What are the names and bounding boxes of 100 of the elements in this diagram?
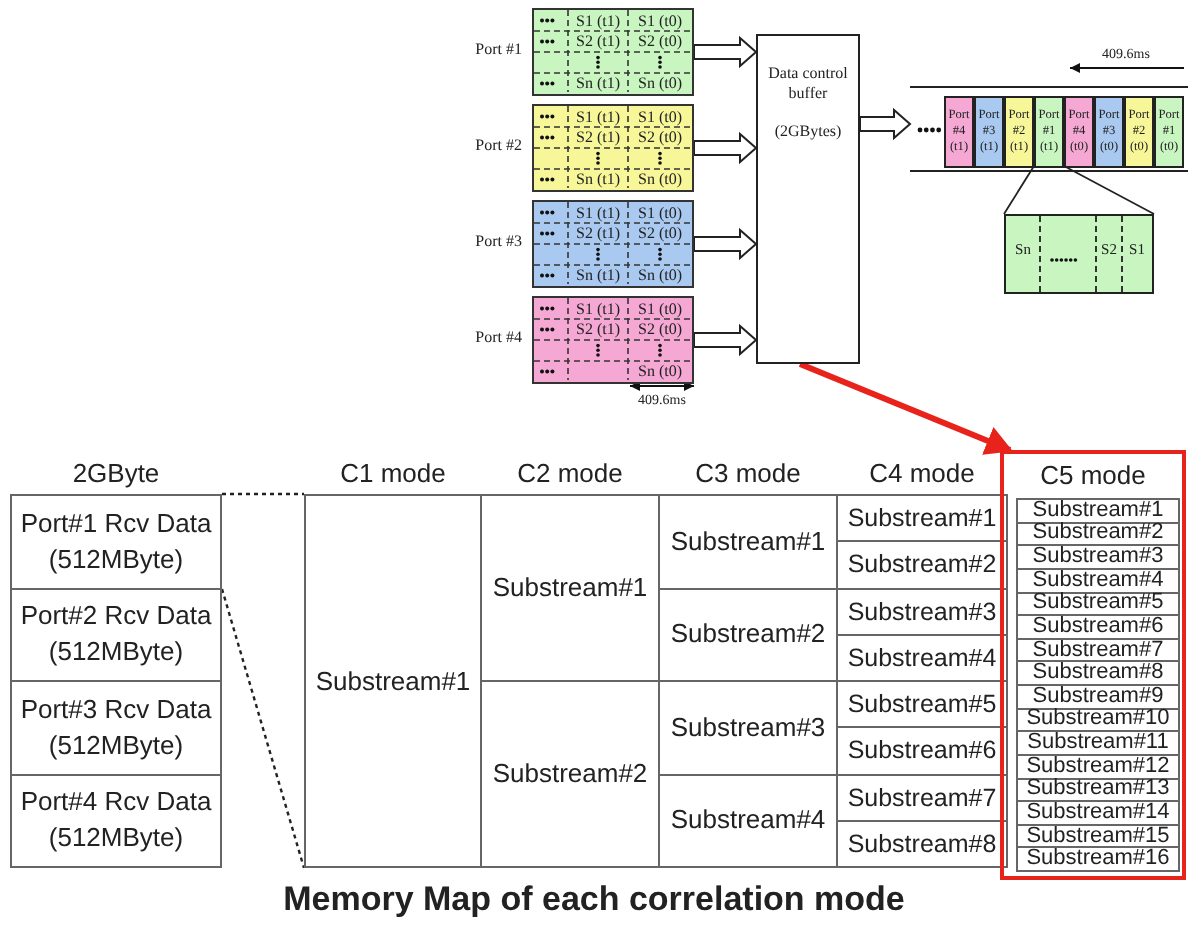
cell-text: Substream#4 xyxy=(1030,569,1166,592)
substream-label: Sn (t0) xyxy=(636,170,684,190)
substream-label: S2 (t0) xyxy=(636,224,684,244)
table-cell xyxy=(1016,567,1180,593)
column-header: C3 mode xyxy=(693,458,803,488)
buffer-box xyxy=(756,34,860,364)
cell-text: Substream#7 xyxy=(846,781,998,816)
cell-text: Substream#1 xyxy=(668,523,828,560)
table-cell xyxy=(1016,846,1180,872)
cell-text: Substream#2 xyxy=(1030,522,1166,545)
cell-text: Port#4 Rcv Data (512MByte) xyxy=(20,784,212,857)
cell-text: Port#1 Rcv Data (512MByte) xyxy=(20,505,212,578)
port-label: Port #2 xyxy=(475,136,522,154)
cell-text: Substream#2 xyxy=(668,616,828,653)
cell-text: Substream#11 xyxy=(1026,732,1170,755)
substream-label: Sn (t1) xyxy=(574,266,622,286)
cell-text: Substream#1 xyxy=(314,663,472,699)
highlight-box xyxy=(1000,450,1186,880)
substream-label: S2 (t1) xyxy=(574,224,622,244)
block-arrow xyxy=(693,323,758,357)
substream-label: S2 (t0) xyxy=(636,32,684,52)
cell-text: Substream#5 xyxy=(846,688,998,723)
zoom-line xyxy=(222,492,304,496)
substream-label: S2 (t1) xyxy=(574,128,622,148)
frame-detail-box xyxy=(1004,214,1154,294)
cell-text: Substream#1 xyxy=(1030,499,1166,522)
port-frame xyxy=(1154,96,1184,168)
table-cell xyxy=(836,819,1008,868)
cell-text: Port#2 Rcv Data (512MByte) xyxy=(20,598,212,671)
table-cell xyxy=(1016,800,1180,826)
buffer-size: (2GBytes) xyxy=(772,122,844,142)
column-header: 2GByte xyxy=(70,458,162,488)
substream-label: Sn (t0) xyxy=(636,74,684,94)
port-frame xyxy=(1124,96,1154,168)
port-frame xyxy=(1004,96,1034,168)
cell-text: Substream#2 xyxy=(846,548,998,583)
port-frame xyxy=(1064,96,1094,168)
port-label: Port #1 xyxy=(475,40,522,58)
substream-label: S2 (t0) xyxy=(636,128,684,148)
cell-text: Substream#6 xyxy=(1030,615,1166,638)
port-frame xyxy=(1034,96,1064,168)
cell-text: Substream#13 xyxy=(1026,778,1170,801)
substream-label: S1 (t0) xyxy=(636,203,684,223)
cell-text: Substream#16 xyxy=(1026,848,1170,871)
substream-label: S1 (t1) xyxy=(574,299,622,319)
cell-text: Substream#10 xyxy=(1026,708,1170,731)
table-cell xyxy=(1016,498,1180,524)
port-frame xyxy=(944,96,974,168)
block-arrow xyxy=(693,131,758,165)
block-arrow xyxy=(693,35,758,69)
cell-text: Substream#3 xyxy=(668,709,828,746)
substream-label: S1 (t0) xyxy=(636,11,684,31)
zoom-line xyxy=(220,588,306,869)
cell-text: Substream#7 xyxy=(1030,639,1166,662)
column-header: C4 mode xyxy=(867,458,977,488)
port-label: Port #3 xyxy=(475,232,522,250)
substream-label: Sn (t0) xyxy=(636,266,684,286)
column-header: C2 mode xyxy=(515,458,625,488)
leader-line xyxy=(1003,165,1035,215)
table-cell xyxy=(1016,660,1180,686)
port-frame xyxy=(1094,96,1124,168)
substream-label: S1 (t0) xyxy=(636,299,684,319)
arrow xyxy=(798,361,1013,455)
substream-label: Sn (t1) xyxy=(574,170,622,190)
port-label: Port #4 xyxy=(475,328,522,346)
table-cell xyxy=(10,680,222,775)
cell-text: Substream#1 xyxy=(490,570,650,606)
table-cell xyxy=(10,587,222,682)
cell-text: Substream#4 xyxy=(846,641,998,676)
cell-text: Substream#8 xyxy=(1030,662,1166,685)
frame-stream-band xyxy=(910,86,1188,172)
cell-text: Substream#8 xyxy=(846,827,998,862)
cell-text: Substream#9 xyxy=(1030,685,1166,708)
cell-text: Substream#2 xyxy=(490,756,650,792)
cell-text: Substream#3 xyxy=(1030,546,1166,569)
table-cell xyxy=(1016,753,1180,779)
cell-text: Substream#5 xyxy=(1030,592,1166,615)
table-cell xyxy=(1016,614,1180,640)
table-cell xyxy=(836,494,1008,543)
cell-text: Substream#4 xyxy=(668,802,828,839)
caption: Memory Map of each correlation mode xyxy=(281,880,907,920)
cell-text: Substream#6 xyxy=(846,734,998,769)
substream-label: S2 (t0) xyxy=(636,320,684,340)
cell-text: Port#3 Rcv Data (512MByte) xyxy=(20,691,212,764)
block-arrow xyxy=(693,227,758,261)
leader-line xyxy=(1063,165,1155,215)
substream-label: S2 (t1) xyxy=(574,320,622,340)
table-cell xyxy=(1016,684,1180,710)
buffer-title: Data control buffer xyxy=(766,64,850,104)
column-header: C5 mode xyxy=(1038,460,1148,490)
cell-text: Substream#3 xyxy=(846,595,998,630)
table-cell xyxy=(1016,730,1180,756)
substream-label: S2 (t1) xyxy=(574,32,622,52)
cell-text: Substream#1 xyxy=(846,502,998,537)
substream-label: S1 (t0) xyxy=(636,107,684,127)
column-header: C1 mode xyxy=(338,458,448,488)
cell-text: Substream#14 xyxy=(1026,801,1170,824)
block-arrow xyxy=(859,107,912,141)
substream-label: S1 (t1) xyxy=(574,107,622,127)
substream-label: Sn (t1) xyxy=(574,74,622,94)
